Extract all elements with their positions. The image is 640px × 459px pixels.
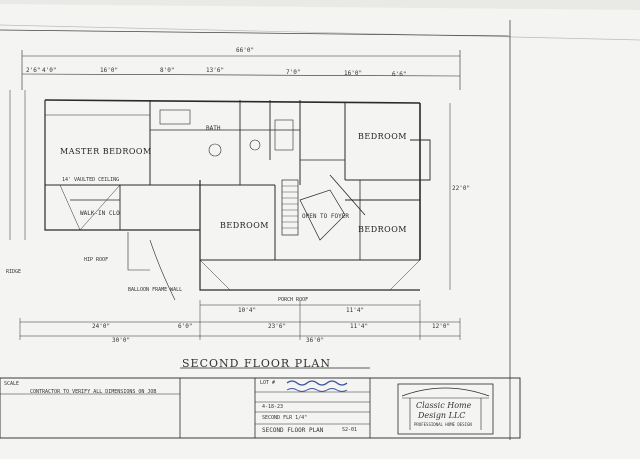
title-file: SECOND FLR 1/4": [262, 415, 308, 421]
title-sheet-name: SECOND FLOOR PLAN: [262, 427, 324, 434]
note-ridge: RIDGE: [6, 269, 22, 275]
bottom-dim-3: 23'6": [268, 323, 287, 330]
inner-dim-1: 10'4": [238, 307, 257, 314]
top-dim-6: 7'0": [286, 69, 301, 76]
company-name-line2: Design LLC: [418, 411, 466, 420]
drawing-title: SECOND FLOOR PLAN: [182, 357, 331, 370]
title-sheet-number: S2-01: [342, 427, 358, 433]
top-dim-4: 8'0": [160, 67, 175, 74]
room-bedroom-center: BEDROOM: [220, 221, 269, 230]
lot-name-scribble: [286, 380, 348, 386]
note-balloon-frame: BALLOON FRAME WALL: [128, 287, 183, 293]
room-bath: BATH: [206, 125, 221, 132]
top-dim-7: 16'0": [344, 70, 363, 77]
scale-label: SCALE: [4, 381, 20, 387]
note-vaulted: 14' VAULTED CEILING: [62, 177, 120, 183]
bottom-dim-4: 11'4": [350, 323, 369, 330]
inner-dim-3: 22'0": [452, 185, 471, 192]
top-dim-3: 16'0": [100, 67, 119, 74]
lot-label: LOT #: [260, 380, 276, 386]
company-tagline: PROFESSIONAL HOME DESIGN: [414, 422, 472, 427]
top-dim-5: 13'6": [206, 67, 225, 74]
bottom-dim-7: 36'0": [306, 337, 325, 344]
bottom-dim-1: 24'0": [92, 323, 111, 330]
contractor-note: CONTRACTOR TO VERIFY ALL DIMENSIONS ON J…: [30, 389, 157, 395]
bottom-dim-5: 12'0": [432, 323, 451, 330]
room-walk-in-closet: WALK-IN CLO: [80, 210, 120, 217]
top-dim-1: 2'6": [26, 67, 41, 74]
title-date: 4-18-23: [262, 404, 284, 410]
note-hip-roof: HIP ROOF: [84, 257, 109, 263]
company-name-line1: Classic Home: [416, 401, 472, 410]
inner-dim-2: 11'4": [346, 307, 365, 314]
room-open-to-foyer: OPEN TO FOYER: [302, 213, 349, 220]
room-bedroom-upper-right: BEDROOM: [358, 132, 407, 141]
room-bedroom-lower-right: BEDROOM: [358, 225, 407, 234]
bottom-dim-6: 30'0": [112, 337, 131, 344]
top-dim-2: 4'0": [42, 67, 57, 74]
note-porch-roof: PORCH ROOF: [278, 297, 309, 303]
bottom-dim-2: 6'0": [178, 323, 193, 330]
top-dim-8: 6'6": [392, 71, 407, 78]
overall-dimension: 66'0": [236, 47, 255, 54]
room-master-bedroom: MASTER BEDROOM: [60, 147, 152, 156]
